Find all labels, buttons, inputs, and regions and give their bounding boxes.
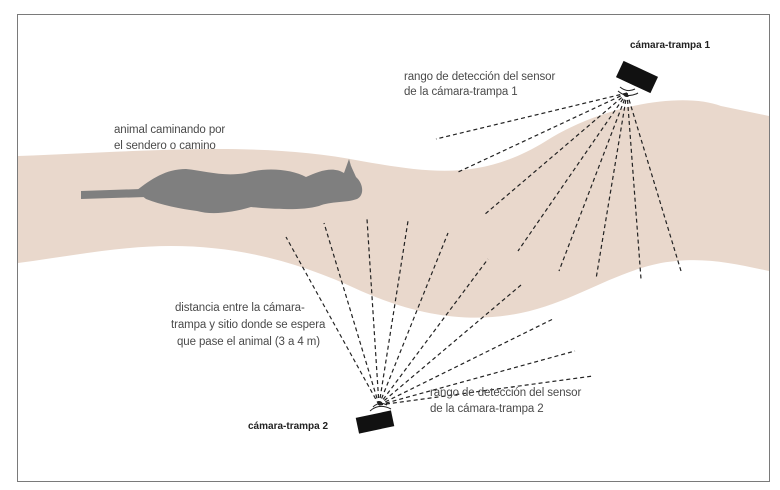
distance-label-line2: trampa y sitio donde se espera: [171, 318, 325, 333]
camera-1-label: cámara-trampa 1: [630, 40, 710, 51]
animal-label-line2: el sendero o camino: [114, 139, 216, 154]
animal-label-line1: animal caminando por: [114, 123, 225, 138]
distance-label-line3: que pase el animal (3 a 4 m): [177, 335, 320, 350]
trail-camera-diagram: [18, 15, 769, 481]
range-2-label-line1: rango de detección del sensor: [430, 386, 581, 401]
diagram-frame: [17, 14, 770, 482]
range-1-label-line2: de la cámara-trampa 1: [404, 85, 518, 100]
range-2-label-line2: de la cámara-trampa 2: [430, 402, 544, 417]
camera-2: [356, 410, 395, 433]
range-1-label-line1: rango de detección del sensor: [404, 70, 555, 85]
distance-label-line1: distancia entre la cámara-: [175, 301, 305, 316]
camera-2-label: cámara-trampa 2: [248, 421, 328, 432]
